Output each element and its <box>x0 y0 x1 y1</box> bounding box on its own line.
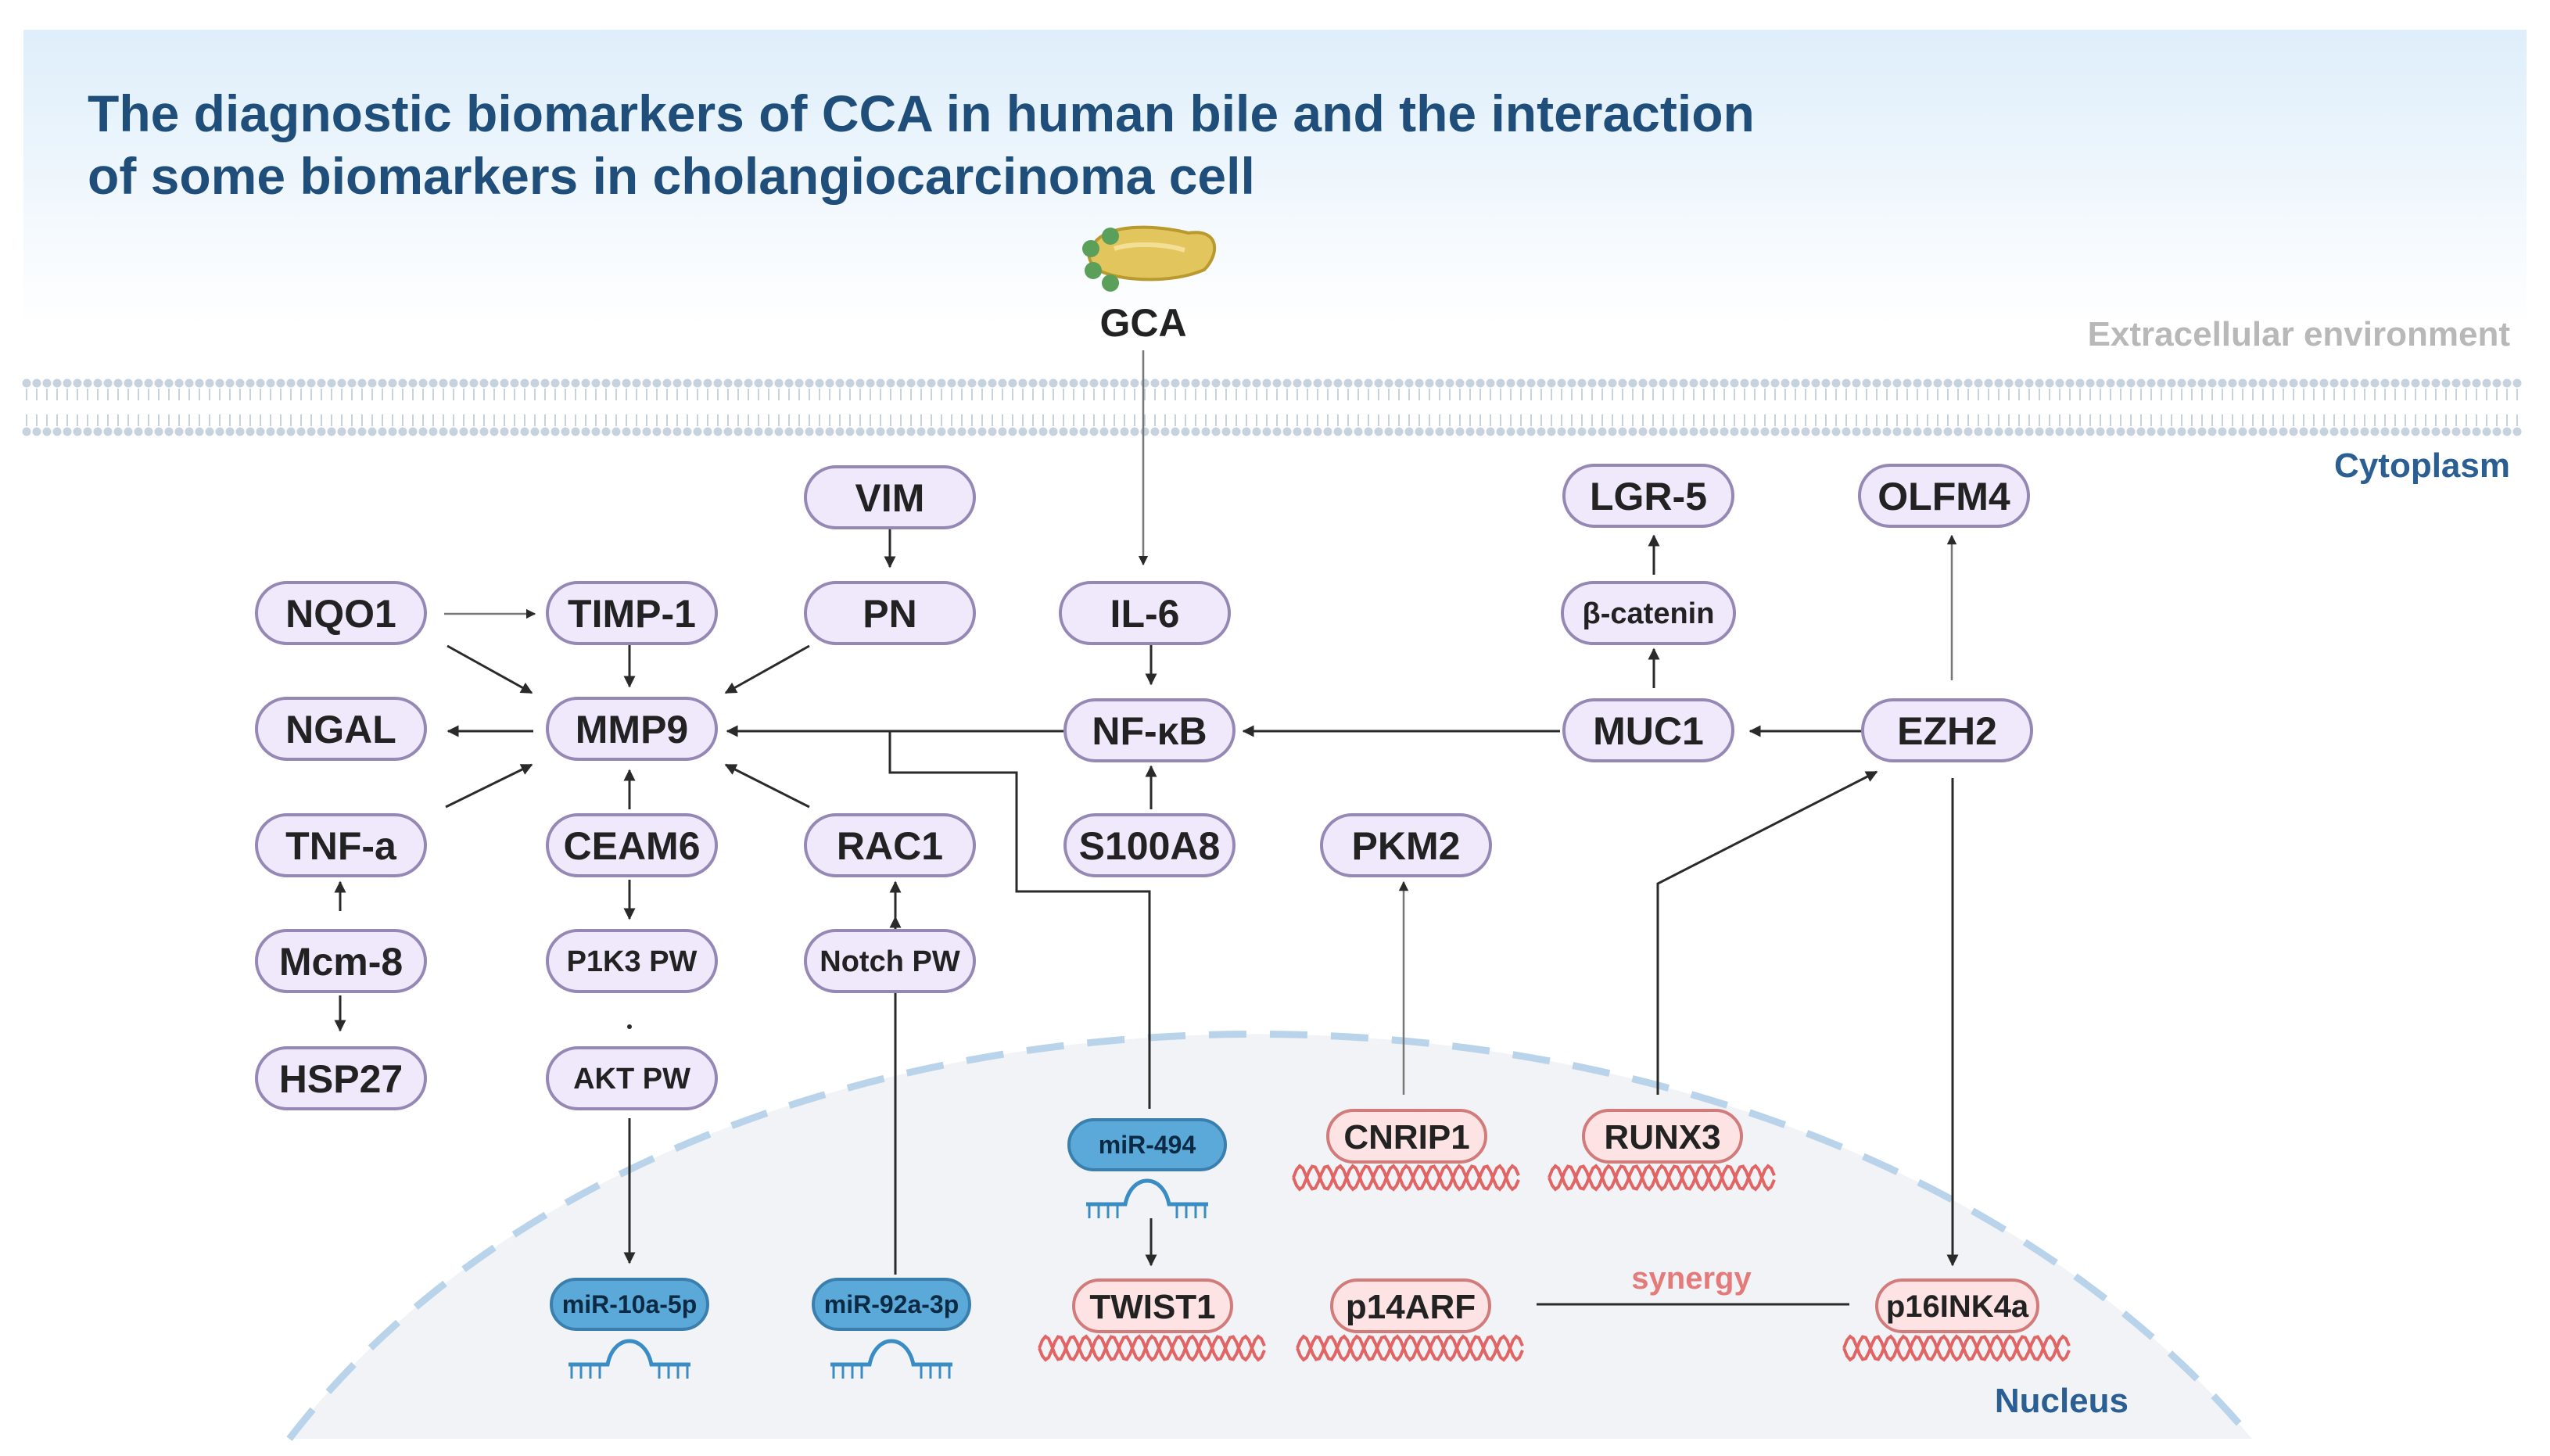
node-ngal: NGAL <box>255 697 427 761</box>
node-mmp9: MMP9 <box>546 697 718 761</box>
node-notch-pathway: Notch PW <box>804 929 976 993</box>
nucleus-label: Nucleus <box>1995 1382 2129 1420</box>
svg-text:miR-10a-5p: miR-10a-5p <box>562 1290 698 1318</box>
mirna-hairpin-icons <box>568 1178 1208 1379</box>
svg-text:TNF-a: TNF-a <box>285 824 397 868</box>
svg-text:PKM2: PKM2 <box>1352 824 1461 868</box>
mirna-mir494: miR-494 <box>1067 1118 1227 1171</box>
svg-text:PN: PN <box>863 592 916 636</box>
node-pn: PN <box>804 581 976 645</box>
svg-text:NF-κB: NF-κB <box>1092 709 1207 753</box>
node-p1k3-pathway: P1K3 PW <box>546 929 718 993</box>
gene-runx3: RUNX3 <box>1582 1109 1743 1164</box>
mirna-mir10a: miR-10a-5p <box>550 1278 709 1331</box>
node-olfm4: OLFM4 <box>1858 464 2030 528</box>
node-akt-pathway: AKT PW <box>546 1046 718 1110</box>
svg-text:NQO1: NQO1 <box>285 592 396 636</box>
svg-text:HSP27: HSP27 <box>279 1057 403 1101</box>
nucleus-background <box>289 1034 2252 1439</box>
mirna-mir92a: miR-92a-3p <box>812 1278 971 1331</box>
interaction-edges <box>334 350 1959 1306</box>
dna-helix-icons <box>1038 1164 2071 1362</box>
extracellular-background <box>23 30 2527 327</box>
node-tnfa: TNF-a <box>255 813 427 877</box>
cell-membrane <box>22 378 2522 436</box>
node-ceam6: CEAM6 <box>546 813 718 877</box>
node-nfkb: NF-κB <box>1063 698 1236 762</box>
svg-text:OLFM4: OLFM4 <box>1878 475 2010 518</box>
svg-text:p16INK4a: p16INK4a <box>1886 1289 2029 1324</box>
node-ezh2: EZH2 <box>1861 698 2033 762</box>
bile-acid-molecule-icon <box>1082 225 1216 292</box>
diagram-title-line-1: The diagnostic biomarkers of CCA in huma… <box>88 84 1755 142</box>
gene-nodes: CNRIP1 RUNX3 TWIST1 p14ARF p16INK4a <box>1072 1109 2039 1333</box>
svg-text:S100A8: S100A8 <box>1079 824 1221 868</box>
nucleus-membrane <box>286 1031 2255 1441</box>
svg-text:β-catenin: β-catenin <box>1583 597 1715 630</box>
node-s100a8: S100A8 <box>1063 813 1236 877</box>
svg-text:Mcm-8: Mcm-8 <box>279 940 403 984</box>
svg-text:p14ARF: p14ARF <box>1346 1288 1476 1326</box>
gca-label: GCA <box>1099 301 1186 345</box>
svg-text:NGAL: NGAL <box>285 708 396 751</box>
svg-text:RUNX3: RUNX3 <box>1604 1118 1720 1157</box>
svg-text:miR-494: miR-494 <box>1099 1131 1196 1159</box>
diagram-title-line-2: of some biomarkers in cholangiocarcinoma… <box>88 147 1255 205</box>
gene-p14arf: p14ARF <box>1330 1278 1491 1333</box>
svg-text:TIMP-1: TIMP-1 <box>568 592 696 636</box>
node-hsp27: HSP27 <box>255 1046 427 1110</box>
svg-text:CNRIP1: CNRIP1 <box>1343 1118 1469 1157</box>
gene-p16ink4a: p16INK4a <box>1875 1278 2039 1333</box>
svg-text:RAC1: RAC1 <box>837 824 943 868</box>
svg-text:miR-92a-3p: miR-92a-3p <box>824 1290 959 1318</box>
node-rac1: RAC1 <box>804 813 976 877</box>
gene-twist1: TWIST1 <box>1072 1278 1233 1333</box>
svg-text:MMP9: MMP9 <box>576 708 688 751</box>
svg-text:MUC1: MUC1 <box>1593 709 1704 753</box>
svg-text:IL-6: IL-6 <box>1110 592 1180 636</box>
svg-text:CEAM6: CEAM6 <box>563 824 700 868</box>
node-timp1: TIMP-1 <box>546 581 718 645</box>
svg-text:Notch PW: Notch PW <box>820 945 960 978</box>
node-il6: IL-6 <box>1059 581 1231 645</box>
mirna-nodes: miR-494 miR-10a-5p miR-92a-3p <box>550 1118 1227 1331</box>
protein-nodes: VIM LGR-5 OLFM4 NQO1 TIMP-1 PN IL-6 β-ca… <box>255 464 2033 1110</box>
svg-text:TWIST1: TWIST1 <box>1089 1288 1215 1326</box>
svg-text:EZH2: EZH2 <box>1897 709 1997 753</box>
svg-text:LGR-5: LGR-5 <box>1590 475 1707 518</box>
node-nqo1: NQO1 <box>255 581 427 645</box>
svg-text:VIM: VIM <box>855 476 925 520</box>
node-muc1: MUC1 <box>1562 698 1734 762</box>
svg-text:AKT PW: AKT PW <box>573 1063 690 1096</box>
synergy-label: synergy <box>1631 1261 1752 1296</box>
cytoplasm-label: Cytoplasm <box>2334 446 2510 485</box>
node-lgr5: LGR-5 <box>1562 464 1734 528</box>
node-beta-catenin: β-catenin <box>1561 581 1736 645</box>
svg-text:P1K3 PW: P1K3 PW <box>567 945 698 978</box>
node-mcm8: Mcm-8 <box>255 929 427 993</box>
extracellular-label: Extracellular environment <box>2088 315 2511 353</box>
node-pkm2: PKM2 <box>1320 813 1492 877</box>
gene-cnrip1: CNRIP1 <box>1326 1109 1487 1164</box>
node-vim: VIM <box>804 465 976 529</box>
